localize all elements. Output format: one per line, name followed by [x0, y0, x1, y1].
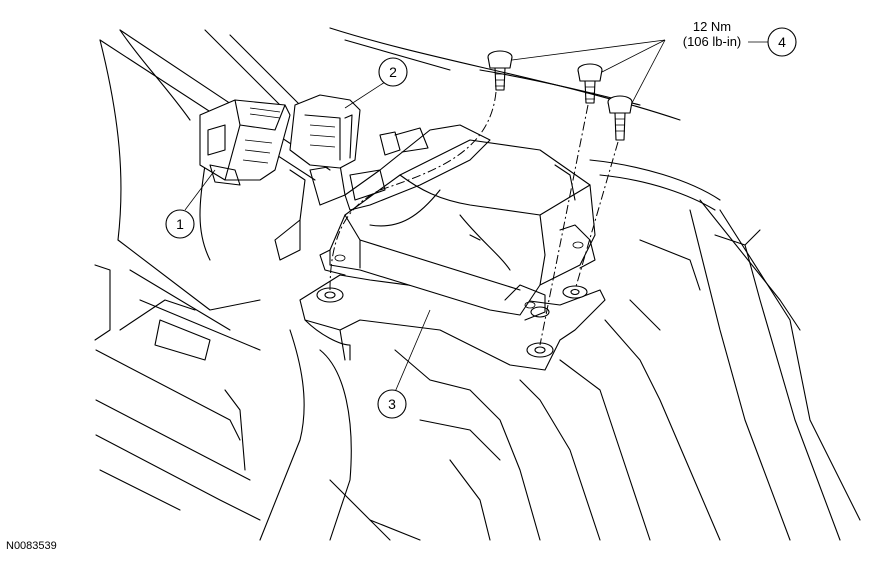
torque-metric: 12 Nm [692, 19, 732, 34]
torque-imperial: (106 lb-in) [682, 34, 742, 49]
callout-circle-4 [767, 27, 797, 57]
bolts [487, 50, 633, 141]
callout-circle-1 [165, 209, 195, 239]
bolt-3 [607, 95, 633, 141]
console-structure [94, 27, 861, 541]
wiring-harness [289, 124, 491, 221]
bolt-1 [487, 50, 513, 91]
connector-1 [199, 99, 291, 186]
figure-id: N0083539 [6, 540, 57, 552]
callout-label-4: 4 [778, 34, 786, 50]
bolt-2 [577, 63, 603, 104]
callout-circles [165, 27, 797, 419]
callout-circle-3 [377, 389, 407, 419]
connector-2 [289, 94, 361, 169]
callout-label-2: 2 [389, 64, 397, 80]
callout-label-1: 1 [176, 216, 184, 232]
torque-spec: 12 Nm (106 lb-in) [672, 19, 752, 49]
leader-lines [184, 39, 768, 393]
callout-label-3: 3 [388, 396, 396, 412]
control-module [319, 139, 596, 321]
alignment-lines [329, 91, 619, 346]
callout-circle-2 [378, 57, 408, 87]
